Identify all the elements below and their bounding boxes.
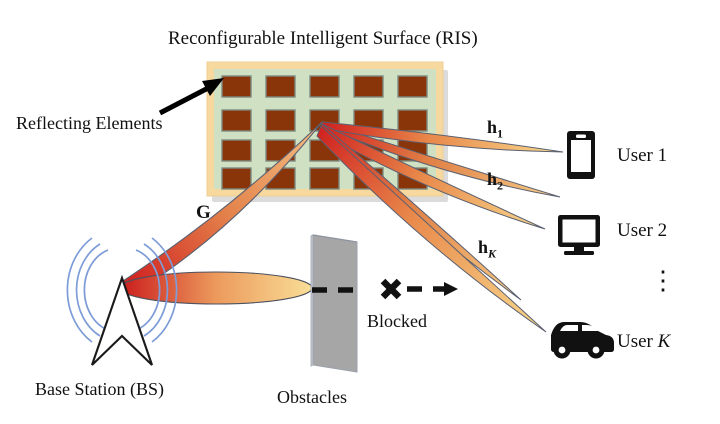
- reflecting-element-grid: [221, 75, 428, 190]
- beam-ris-to-user1: [320, 121, 564, 153]
- beam-bs-to-ris: [118, 121, 323, 293]
- channel-hk-symbol: h: [478, 237, 489, 257]
- reflecting-elements-label: Reflecting Elements: [16, 113, 163, 133]
- page-title: Reconfigurable Intelligent Surface (RIS): [168, 28, 478, 49]
- user-1-device-icon: [567, 131, 595, 179]
- channel-h1-symbol: h: [487, 117, 498, 137]
- user-k-device-icon: [551, 322, 614, 359]
- user-k-index: K: [657, 331, 671, 352]
- channel-h2-subscript: 2: [497, 178, 504, 193]
- cross-x-icon: [380, 278, 402, 300]
- channel-hk-label: hK: [478, 238, 496, 260]
- ris-to-user-beams: [316, 121, 564, 333]
- reflecting-elements-pointer-arrow: [158, 78, 224, 116]
- base-station-label: Base Station (BS): [35, 379, 164, 399]
- beam-ris-to-user2: [319, 123, 546, 230]
- user-k-prefix: User: [617, 331, 658, 352]
- channel-h2-label: h2: [487, 170, 503, 192]
- channel-h2-symbol: h: [487, 169, 498, 189]
- beam-bs-direct-blocked: [119, 271, 313, 305]
- obstacle-wall-icon: [310, 234, 358, 373]
- beam-ris-to-userK: [316, 125, 547, 333]
- base-station-icon: [66, 237, 178, 366]
- user-k-label: User K: [617, 332, 670, 351]
- user-1-label: User 1: [617, 145, 668, 166]
- blocked-path-indicator: [312, 278, 458, 300]
- channel-h1-subscript: 1: [497, 126, 504, 141]
- blocked-label: Blocked: [367, 311, 427, 331]
- obstacles-label: Obstacles: [277, 387, 347, 407]
- channel-hk-subscript: K: [488, 246, 497, 261]
- beam-ris-extra-a: [321, 121, 561, 198]
- channel-h1-label: h1: [487, 118, 503, 140]
- user-2-device-icon: [558, 215, 600, 255]
- channel-g-label: G: [196, 202, 211, 223]
- vertical-ellipsis: ⋮: [650, 266, 676, 295]
- user-2-label: User 2: [617, 220, 668, 241]
